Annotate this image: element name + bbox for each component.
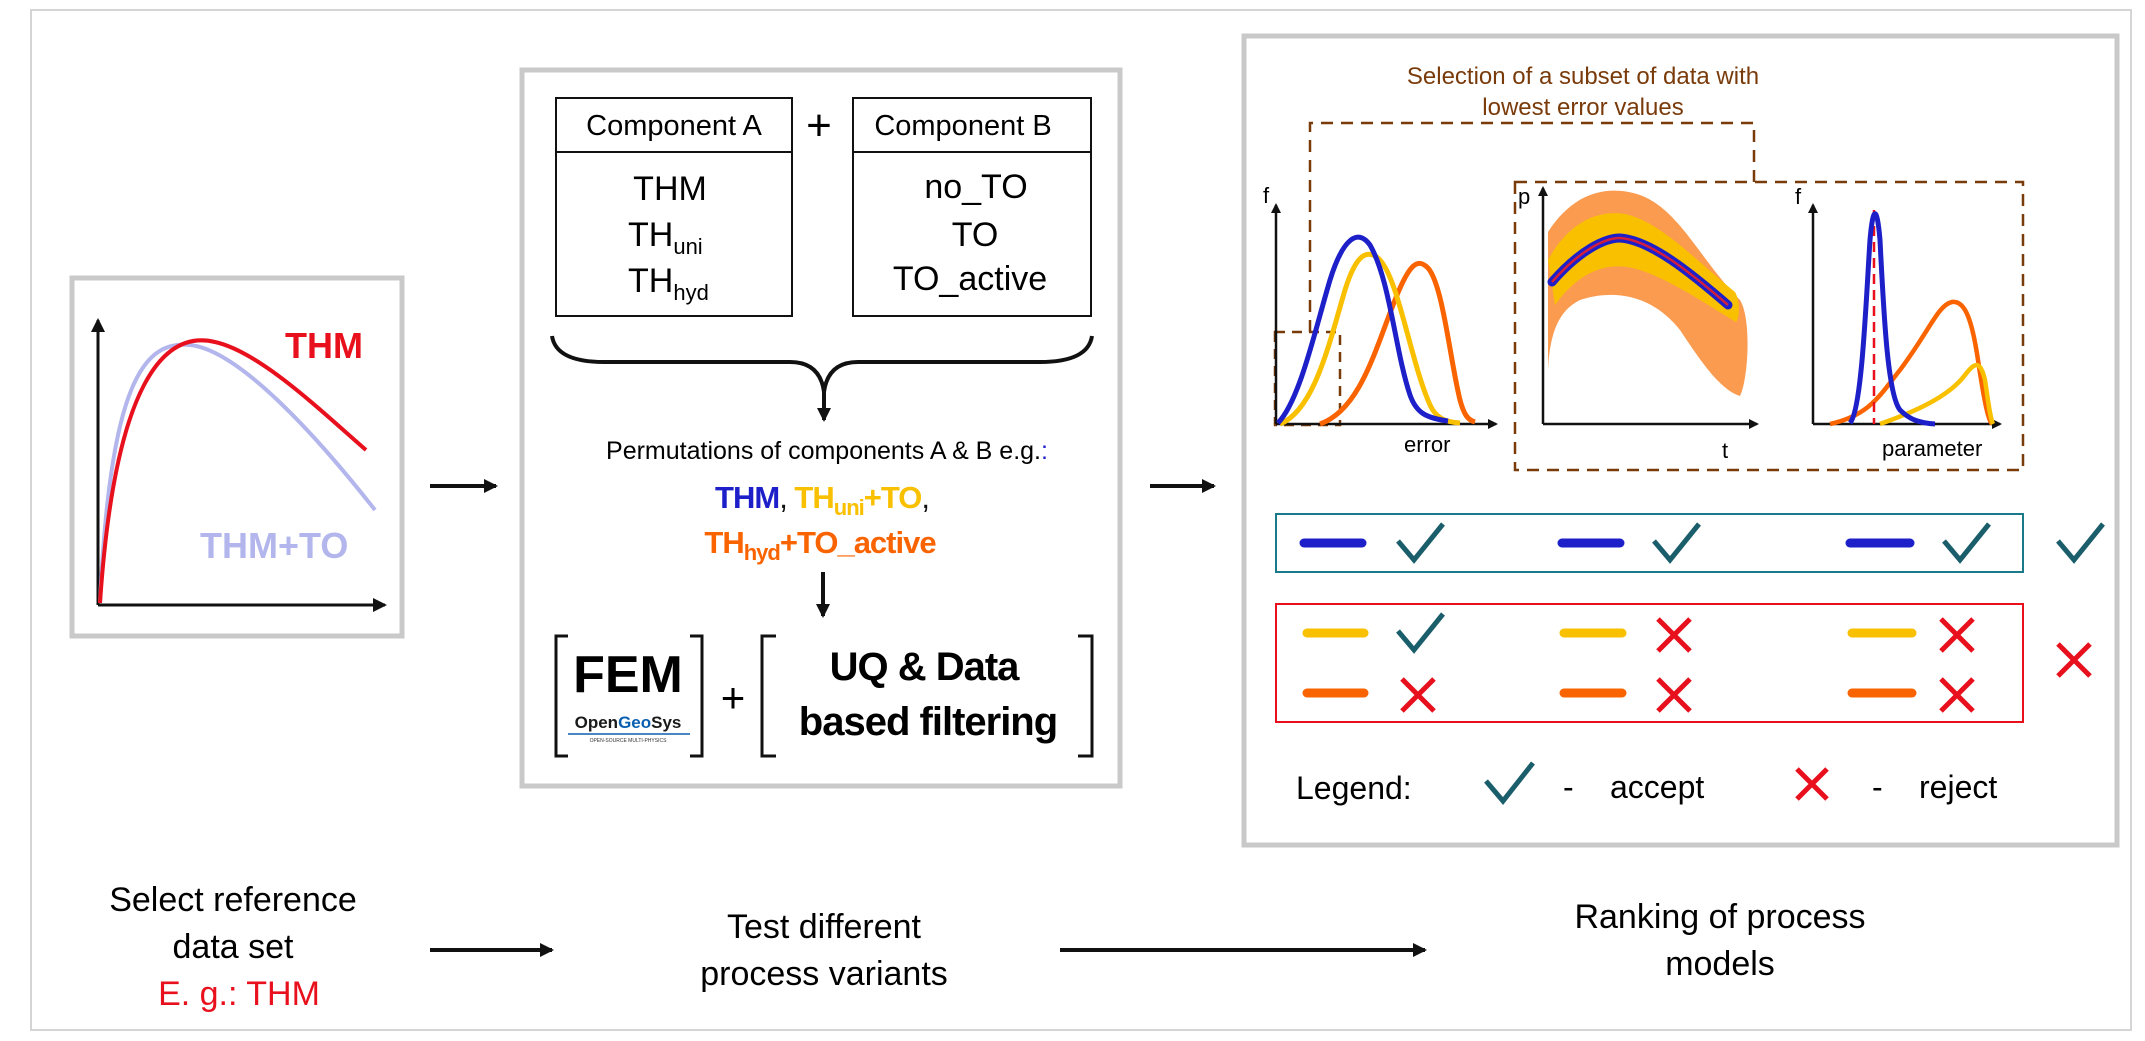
step1-line2: data set (173, 928, 295, 966)
component-b-item-to: TO (952, 216, 999, 254)
legend-accept-label: accept (1610, 769, 1704, 805)
selected-plots-box (1513, 180, 2025, 472)
plot1-orange-curve (1319, 260, 1476, 427)
outer-frame (30, 9, 2132, 1031)
step2-line2: process variants (700, 955, 948, 993)
step3-line2: models (1665, 945, 1775, 983)
selection-caption-line1: Selection of a subset of data with (1407, 63, 1759, 90)
legend-reject-label: reject (1919, 769, 1997, 805)
thm-to-label: THM+TO (200, 525, 348, 566)
thm-to-curve (98, 342, 377, 604)
plot3-gold-curve (1879, 362, 1996, 427)
thm-label: THM (285, 325, 363, 366)
fem-bracket-left (554, 634, 568, 758)
check-icon (1396, 612, 1445, 654)
legend-dash-reject: - (1872, 769, 1883, 805)
ranking-frame (1241, 33, 2120, 848)
cross-icon (1400, 677, 1436, 713)
cross-icon (1939, 677, 1975, 713)
step1-line1: Select reference (109, 881, 357, 919)
rejected-verdict-cross-icon (2056, 642, 2092, 678)
variants-panel: Component A THM THuni THhyd + Component … (519, 67, 1123, 789)
uq-label-line2: based filtering (799, 700, 1057, 744)
accepted-verdict-check-icon (2056, 522, 2105, 564)
cross-icon (1656, 617, 1692, 653)
cross-icon (1939, 617, 1975, 653)
plot3-orange-curve (1829, 299, 1994, 427)
component-b-item-no-to: no_TO (924, 168, 1027, 206)
plot1-blue-curve (1276, 234, 1449, 425)
accepted-row-box (1275, 513, 2024, 573)
permutations-line1: THM, THuni+TO, (715, 480, 929, 520)
uq-bracket-right (1078, 634, 1094, 758)
reference-panel: THM THM+TO (69, 275, 405, 639)
plot2-red-curve (1551, 236, 1729, 306)
check-icon (1396, 522, 1445, 564)
step3-line1: Ranking of process (1574, 898, 1865, 936)
component-b-item-to-active: TO_active (893, 260, 1047, 298)
check-icon (1942, 522, 1991, 564)
component-a-header: Component A (586, 110, 762, 142)
plot3-y-label: f (1795, 184, 1802, 209)
legend-dash-accept: - (1563, 769, 1574, 805)
check-icon (1652, 522, 1701, 564)
component-a-box (555, 97, 793, 317)
cross-icon (1656, 677, 1692, 713)
fem-label: FEM (573, 646, 683, 704)
opengeosys-logo-tagline: OPEN-SOURCE MULTI-PHYSICS (590, 738, 668, 744)
legend-cross-icon (1795, 767, 1829, 801)
selection-caption-line2: lowest error values (1482, 94, 1683, 121)
permutations-title: Permutations of components A & B e.g.: (606, 437, 1048, 465)
fem-bracket-right (690, 634, 704, 758)
component-a-item-th-hyd: THhyd (628, 262, 709, 305)
component-b-header: Component B (874, 110, 1051, 142)
opengeosys-logo-text: OpenGeoSys (575, 713, 682, 732)
selection-connector (1308, 121, 1756, 332)
uq-bracket-left (760, 634, 776, 758)
legend-check-icon (1484, 761, 1535, 805)
plot1-y-label: f (1263, 183, 1270, 208)
step-captions: Select reference data set E. g.: THM Tes… (109, 881, 1865, 1013)
component-plus: + (806, 101, 832, 150)
component-a-item-th-uni: THuni (628, 216, 703, 259)
plot3-x-label: parameter (1882, 436, 1982, 461)
rejected-row-box (1275, 603, 2024, 723)
tools-plus: + (721, 674, 746, 721)
legend-label: Legend: (1296, 770, 1412, 806)
plot2-x-label: t (1722, 438, 1728, 463)
plot3-blue-curve (1847, 211, 1936, 427)
uq-label-line1: UQ & Data (830, 645, 1021, 689)
plot2-y-label: p (1518, 184, 1530, 209)
permutations-line2: THhyd+TO_active (704, 525, 936, 565)
component-a-item-thm: THM (633, 170, 707, 208)
step1-example: E. g.: THM (158, 975, 320, 1013)
ranking-panel: Selection of a subset of data with lowes… (1241, 33, 2120, 848)
component-b-box (852, 97, 1092, 317)
reference-frame (69, 275, 405, 639)
step2-line1: Test different (727, 908, 922, 946)
plot1-x-label: error (1404, 432, 1450, 457)
thm-curve (98, 338, 368, 604)
